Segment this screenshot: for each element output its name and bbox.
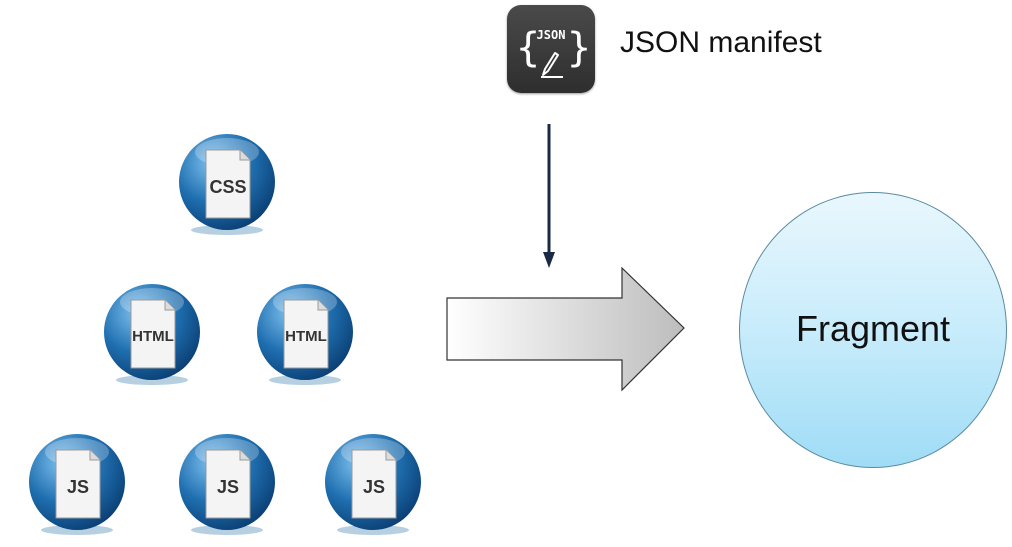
js-file-icon: JS — [175, 432, 279, 536]
json-file-icon: { } JSON — [507, 5, 595, 93]
js-file-label: JS — [363, 477, 385, 497]
css-file-icon: CSS — [175, 132, 279, 236]
transform-arrow — [446, 266, 685, 392]
html-file-icon: HTML — [100, 282, 204, 386]
fragment-circle — [739, 192, 1007, 468]
html-file-label: HTML — [285, 328, 327, 345]
json-icon-text: JSON — [537, 28, 566, 42]
html-file-label: HTML — [132, 328, 174, 345]
svg-text:{: { — [516, 25, 540, 71]
svg-text:}: } — [567, 25, 591, 71]
html-file-icon: HTML — [253, 282, 357, 386]
css-file-label: CSS — [209, 177, 246, 197]
js-file-label: JS — [217, 477, 239, 497]
js-file-label: JS — [67, 477, 89, 497]
fragment-label: Fragment — [795, 308, 951, 349]
js-file-icon: JS — [25, 432, 129, 536]
manifest-down-arrow — [543, 124, 555, 268]
js-file-icon: JS — [321, 432, 425, 536]
manifest-label: JSON manifest — [620, 26, 822, 59]
